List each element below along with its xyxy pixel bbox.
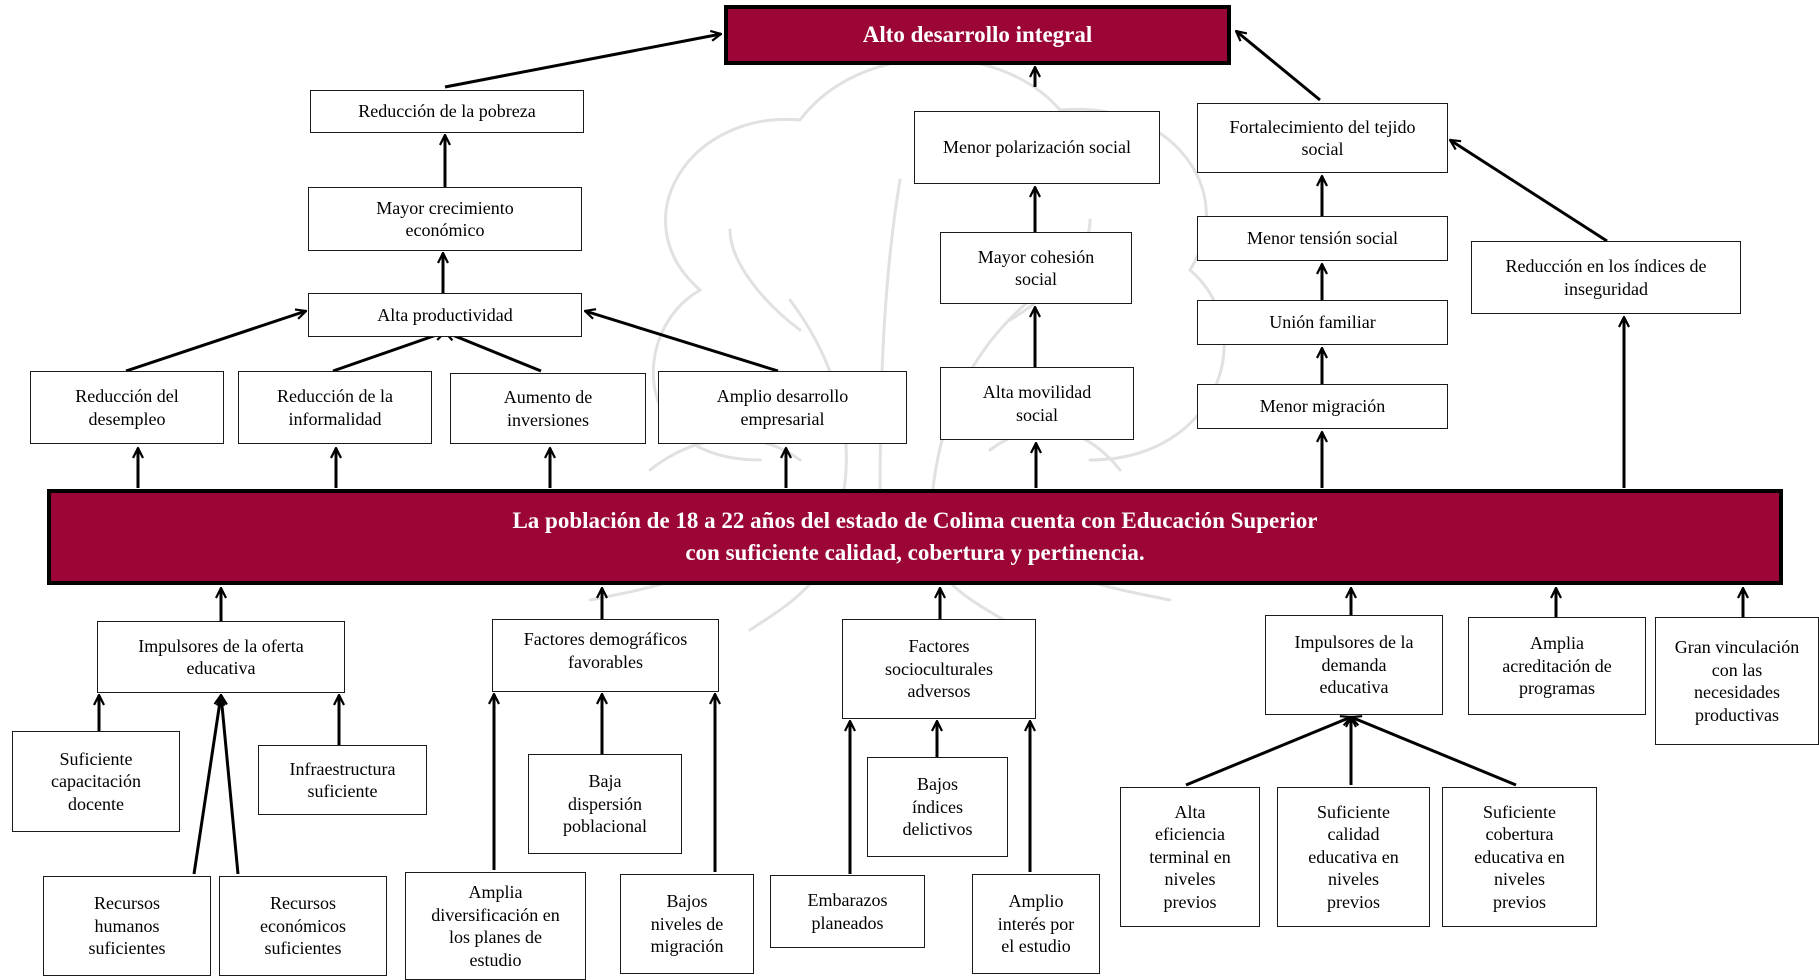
connector-arrow bbox=[332, 332, 445, 373]
connector-arrow bbox=[585, 311, 779, 373]
cause-gran-vinculacion: Gran vinculación con las necesidades pro… bbox=[1655, 617, 1819, 745]
effect-mayor-cohesion: Mayor cohesión social bbox=[940, 232, 1132, 304]
effect-menor-migracion: Menor migración bbox=[1197, 384, 1448, 429]
connector-arrow bbox=[192, 695, 221, 875]
connector-arrow bbox=[1236, 31, 1321, 102]
effect-reduccion-informalidad: Reducción de la informalidad bbox=[238, 371, 432, 444]
cause-capacitacion-docente: Suficiente capacitación docente bbox=[12, 731, 180, 832]
cause-factores-socioculturales: Factores socioculturales adversos bbox=[842, 619, 1036, 719]
effect-reduccion-inseguridad: Reducción en los índices de inseguridad bbox=[1471, 241, 1741, 314]
effect-alta-productividad: Alta productividad bbox=[308, 293, 582, 337]
effect-menor-polarizacion: Menor polarización social bbox=[914, 111, 1160, 184]
cause-amplio-interes: Amplio interés por el estudio bbox=[972, 874, 1100, 974]
effect-reduccion-pobreza: Reducción de la pobreza bbox=[310, 90, 584, 133]
connector-arrow bbox=[1185, 717, 1351, 787]
goal-box: Alto desarrollo integral bbox=[724, 5, 1231, 65]
cause-impulsores-demanda: Impulsores de la demanda educativa bbox=[1265, 615, 1443, 715]
cause-impulsores-oferta: Impulsores de la oferta educativa bbox=[97, 621, 345, 693]
cause-baja-dispersion: Baja dispersión poblacional bbox=[528, 754, 682, 854]
cause-bajos-migracion: Bajos niveles de migración bbox=[620, 874, 754, 974]
effect-aumento-inversiones: Aumento de inversiones bbox=[450, 373, 646, 444]
cause-recursos-economicos: Recursos económicos suficientes bbox=[219, 876, 387, 976]
cause-amplia-acreditacion: Amplia acreditación de programas bbox=[1468, 617, 1646, 715]
effect-union-familiar: Unión familiar bbox=[1197, 300, 1448, 345]
effect-mayor-crecimiento: Mayor crecimiento económico bbox=[308, 187, 582, 251]
cause-alta-eficiencia: Alta eficiencia terminal en niveles prev… bbox=[1120, 787, 1260, 927]
cause-amplia-diversificacion: Amplia diversificación en los planes de … bbox=[405, 872, 586, 980]
connector-arrow bbox=[445, 332, 542, 373]
cause-bajos-delictivos: Bajos índices delictivos bbox=[867, 757, 1008, 857]
cause-suficiente-cobertura: Suficiente cobertura educativa en nivele… bbox=[1442, 787, 1597, 927]
cause-infraestructura: Infraestructura suficiente bbox=[258, 745, 427, 815]
effect-menor-tension: Menor tensión social bbox=[1197, 216, 1448, 261]
cause-embarazos: Embarazos planeados bbox=[770, 875, 925, 948]
effect-amplio-desarrollo: Amplio desarrollo empresarial bbox=[658, 371, 907, 444]
connector-arrow bbox=[221, 695, 240, 875]
connector-arrow bbox=[1351, 717, 1517, 787]
connector-arrow bbox=[1450, 140, 1608, 243]
connector-arrow bbox=[125, 311, 306, 373]
effect-reduccion-desempleo: Reducción del desempleo bbox=[30, 371, 224, 444]
central-objective-box: La población de 18 a 22 años del estado … bbox=[47, 489, 1783, 585]
effect-fortalecimiento-tejido: Fortalecimiento del tejido social bbox=[1197, 103, 1448, 173]
cause-factores-demograficos: Factores demográficos favorables bbox=[492, 619, 719, 692]
cause-suficiente-calidad: Suficiente calidad educativa en niveles … bbox=[1277, 787, 1430, 927]
effect-alta-movilidad: Alta movilidad social bbox=[940, 367, 1134, 440]
connector-arrow bbox=[444, 34, 721, 89]
cause-recursos-humanos: Recursos humanos suficientes bbox=[43, 876, 211, 976]
